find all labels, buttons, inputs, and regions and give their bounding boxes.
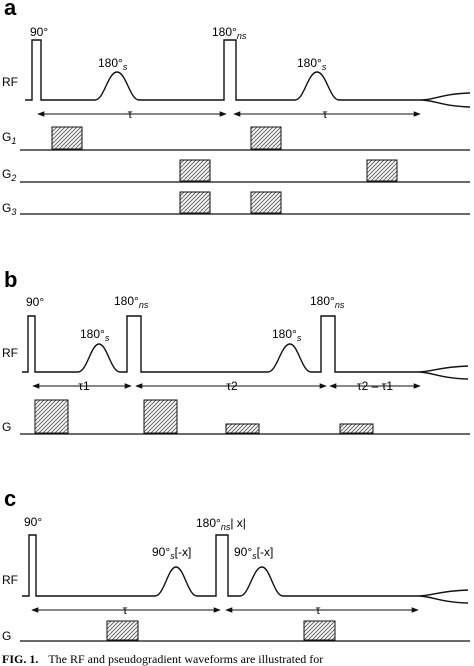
gradient-a1-lobe-2 [250, 126, 282, 150]
interval-a2-label: τ [323, 107, 328, 121]
pulse-b2-label: 180°ns [114, 294, 149, 310]
pulse-b4-label: 180°s [272, 327, 302, 343]
rf-trace-b [22, 315, 469, 380]
rf-label-a: RF [2, 75, 18, 89]
pulse-a2-label: 180°s [98, 56, 128, 72]
panel-a-letter: a [4, 0, 17, 20]
interval-b1-label: τ1 [78, 379, 90, 393]
gradient-b-lobe-3 [225, 423, 260, 434]
panel-c: c 90° 180°ns| x| 90°s[-x] 90°s[-x] RF τ … [2, 486, 470, 643]
gradient-a1-label: G1 [2, 130, 16, 146]
pulse-c4-label: 90°s[-x] [234, 545, 273, 561]
figure-caption: FIG. 1.The RF and pseudogradient wavefor… [2, 652, 323, 666]
interval-a1-label: τ [128, 107, 133, 121]
pulse-c3-label: 90°s[-x] [152, 545, 191, 561]
pulse-b3-label: 180°s [80, 327, 110, 343]
pulse-a1-label: 90° [30, 25, 48, 39]
gradient-a2-label: G2 [2, 167, 16, 183]
gradient-b-label: G [2, 420, 11, 434]
panel-c-letter: c [4, 486, 16, 511]
pulse-b5-label: 180°ns [310, 294, 345, 310]
rf-trace-c [22, 534, 469, 604]
rf-trace-a [25, 39, 471, 108]
panel-a: a 90° 180°s 180°ns 180°s RF τ τ G1 G2 G3 [2, 0, 471, 217]
interval-c2-label: τ [316, 603, 321, 617]
gradient-a1-lobe-1 [51, 126, 83, 150]
gradient-b-lobe-4 [339, 423, 374, 434]
gradient-a2-lobe-1 [179, 159, 211, 182]
interval-b3-label: τ2 – τ1 [357, 379, 393, 393]
pulse-c2-label: 180°ns| x| [196, 516, 246, 532]
gradient-c-label: G [2, 629, 11, 643]
pulse-a3-label: 180°ns [212, 25, 247, 41]
rf-label-c: RF [2, 573, 18, 587]
gradient-b-lobe-2 [143, 399, 178, 434]
pulse-b1-label: 90° [26, 295, 44, 309]
interval-c1-label: τ [123, 603, 128, 617]
gradient-a2-lobe-2 [366, 159, 398, 182]
gradient-b-lobe-1 [34, 399, 69, 434]
panel-b-letter: b [4, 267, 17, 292]
gradient-a3-lobe-1 [179, 191, 211, 214]
interval-b2-label: τ2 [226, 379, 238, 393]
panel-b: b 90° 180°ns 180°s 180°s 180°ns RF τ1 τ2… [2, 267, 470, 435]
gradient-a3-label: G3 [2, 201, 16, 217]
gradient-c-lobe-1 [106, 620, 139, 641]
rf-label-b: RF [2, 346, 18, 360]
gradient-a3-lobe-2 [250, 191, 282, 214]
pulse-c1-label: 90° [24, 515, 42, 529]
gradient-c-lobe-2 [303, 620, 336, 641]
pulse-a4-label: 180°s [297, 56, 327, 72]
